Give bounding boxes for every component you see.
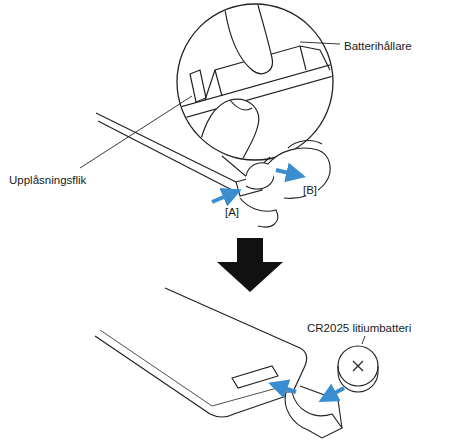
remote-outline [98, 121, 232, 190]
hand [288, 141, 322, 148]
finger [198, 99, 259, 165]
part-label: [A] [224, 206, 240, 218]
label-box: Upplåsningsflik [8, 170, 87, 188]
insert-arrow [322, 388, 344, 400]
part-label: [B] [302, 184, 318, 196]
leader-line [80, 96, 192, 168]
remote-outline [95, 336, 292, 417]
insert-arrow [272, 384, 296, 392]
hand [268, 148, 330, 198]
pull-arrow [276, 170, 302, 176]
remote-outline [165, 288, 307, 394]
unlock-tab [190, 70, 206, 102]
fingernail [230, 100, 252, 110]
remote-outline [96, 113, 236, 182]
battery-holder [300, 46, 306, 70]
push-arrow [212, 191, 238, 202]
battery-holder [215, 70, 222, 96]
step-arrow [217, 238, 283, 292]
part-label: Batterihållare [343, 40, 413, 52]
label-box: CR2025 litiumbatteri [306, 318, 412, 336]
part-label: CR2025 litiumbatteri [306, 322, 412, 334]
leader-line [300, 42, 340, 44]
remote-outline [100, 330, 288, 406]
label-box: [B] [302, 180, 318, 198]
thumb [225, 5, 272, 74]
part-label: Upplåsningsflik [8, 174, 87, 186]
polarity-mark [353, 361, 363, 371]
coin-battery [338, 346, 378, 386]
label-box: Batterihållare [343, 36, 413, 54]
battery-slot [232, 366, 278, 388]
hand [240, 198, 278, 227]
leader-line [362, 336, 365, 344]
label-box: [A] [224, 202, 240, 220]
